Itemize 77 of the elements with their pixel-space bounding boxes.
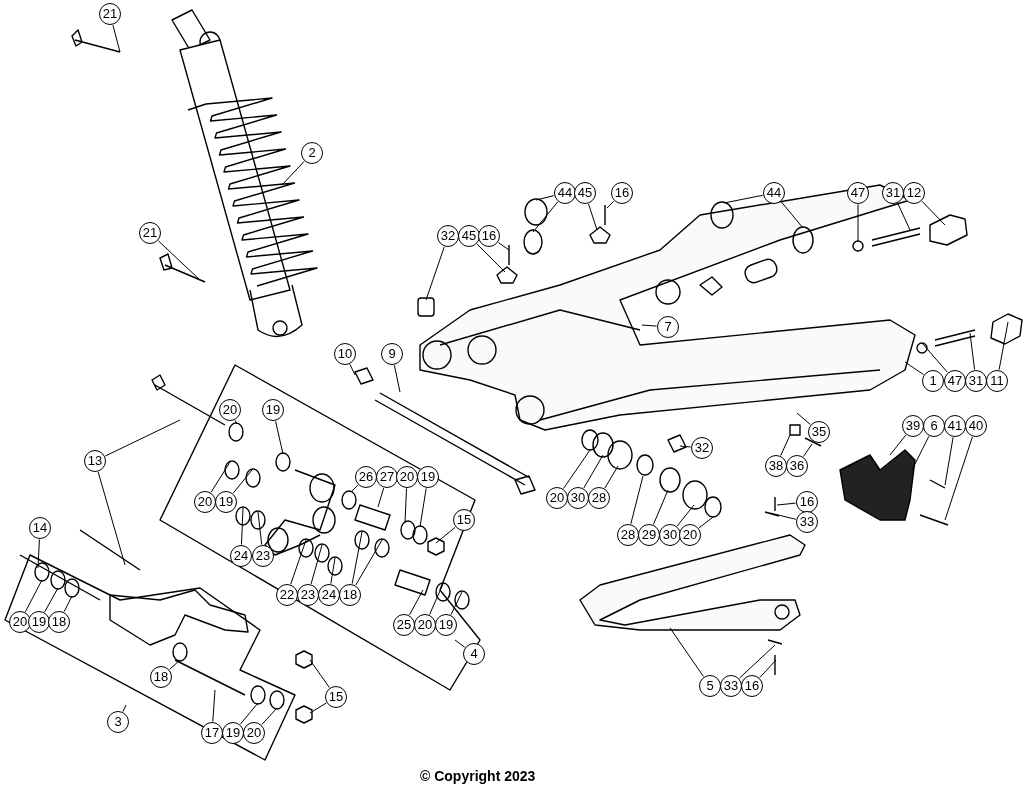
leader-line [780,201,804,229]
leader-line [652,489,669,525]
leader-line [377,487,385,508]
leader-line [275,420,284,455]
leader-line [232,469,253,494]
leader-line [641,324,658,327]
leader-line [37,539,40,569]
leader-line [257,511,263,546]
leader-line [679,445,692,448]
leader-line [261,707,278,726]
leader-line [419,487,427,528]
leader-line [234,419,238,425]
leader-line [309,702,327,714]
leader-line [803,443,813,457]
leader-line [212,689,216,723]
leader-line [425,246,445,301]
leader-line [112,24,121,53]
leader-line [759,659,777,679]
leader-line [583,454,604,489]
leader-line [97,471,126,566]
leader-line [350,484,359,493]
leader-line [309,659,330,689]
leader-line [310,544,323,585]
leader-line [738,644,776,679]
leader-line [290,539,307,585]
leader-line [355,539,383,586]
leader-line [454,639,466,648]
leader-line [429,583,444,615]
leader-line [723,194,764,204]
leader-line [404,488,407,524]
leader-line [669,627,704,678]
leader-line [450,591,463,616]
leader-line [497,242,510,251]
leader-line [535,195,555,201]
leader-line [698,516,714,529]
leader-line [921,342,948,373]
leader-line [351,531,363,585]
leader-line [944,436,973,521]
leader-line [780,434,791,456]
leader-line [776,502,797,506]
leader-line [588,203,598,231]
leader-line [944,436,954,486]
rear-suspension-drawing [4,9,1023,761]
leader-line [604,465,619,489]
leader-line [393,364,401,393]
leader-line [532,201,559,233]
leader-line [998,321,1009,371]
leader-line [857,204,859,242]
leader-line [24,579,43,613]
leader-line [104,419,181,457]
leader-line [630,475,644,525]
leader-line [349,363,356,376]
leader-line [676,504,695,527]
leader-line [911,435,930,471]
leader-line [330,557,336,585]
leader-line [796,412,811,425]
leader-line [969,332,976,371]
leader-line [241,507,244,545]
leader-line [169,659,181,670]
leader-line [409,589,424,616]
leader-line [44,587,59,613]
leader-line [769,512,797,520]
leader-line [921,200,946,226]
leader-line [122,704,127,713]
leader-line [563,449,591,489]
leader-line [889,434,907,456]
leader-line [606,200,615,209]
leader-line [476,243,506,273]
leader-line [63,595,73,613]
leader-line [904,361,924,376]
leader-line [281,160,305,186]
leader-line [210,461,231,493]
leader-line [435,526,456,544]
callout-number: 21 [99,3,121,25]
leader-line [897,202,911,231]
leader-line [239,702,259,725]
leader-line [157,240,201,281]
